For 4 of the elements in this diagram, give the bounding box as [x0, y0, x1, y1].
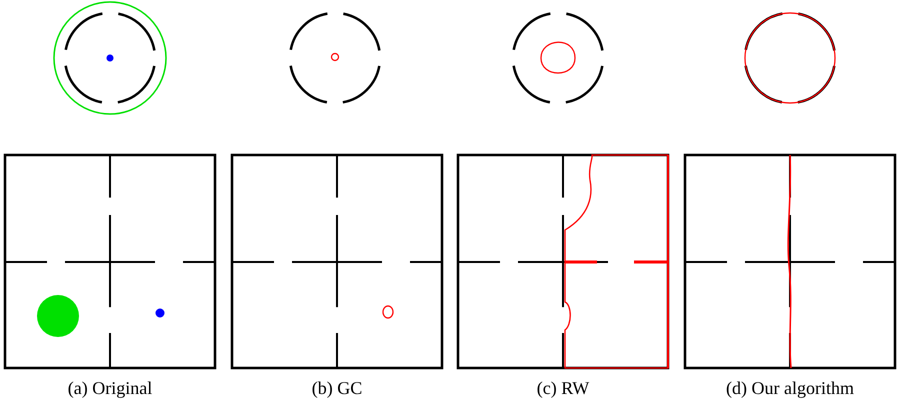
panel-caption: (d) Our algorithm [726, 378, 854, 399]
panel-caption: (a) Original [68, 378, 152, 399]
panel-caption: (b) GC [312, 378, 362, 399]
panel-caption: (c) RW [536, 378, 590, 399]
